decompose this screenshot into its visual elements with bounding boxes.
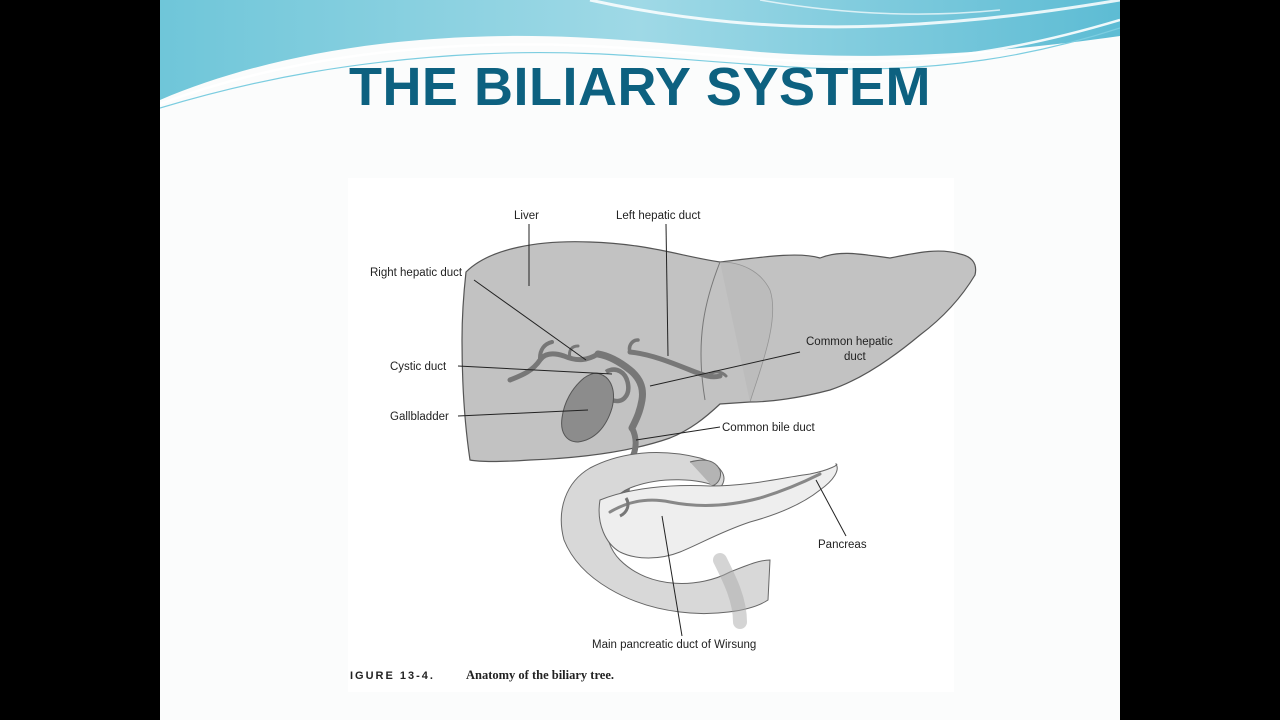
left-hepatic-duct <box>627 349 723 380</box>
slide: THE BILIARY SYSTEM <box>160 0 1120 720</box>
label-common-hepatic-duct-line2: duct <box>844 351 867 363</box>
stomach-outline <box>689 459 721 487</box>
label-left-hepatic-duct: Left hepatic duct <box>616 210 701 222</box>
biliary-anatomy-figure: Liver Left hepatic duct Right hepatic du… <box>348 178 977 692</box>
liver-left-lobe-edge <box>700 261 721 401</box>
slide-title: THE BILIARY SYSTEM <box>348 57 932 117</box>
duodenum-shape <box>560 452 771 614</box>
figure-caption-number: IGURE 13-4. <box>350 670 435 682</box>
label-pancreas: Pancreas <box>818 539 867 551</box>
gallbladder-shape <box>561 372 614 443</box>
label-common-hepatic-duct-line1: Common hepatic <box>806 336 893 348</box>
common-hepatic-duct <box>594 350 646 432</box>
right-hepatic-duct <box>507 351 601 383</box>
figure-caption-text: Anatomy of the biliary tree. <box>466 668 614 682</box>
pancreas-shape <box>598 463 838 559</box>
letterbox-left <box>0 0 160 720</box>
label-main-pancreatic-duct: Main pancreatic duct of Wirsung <box>592 639 756 651</box>
label-gallbladder: Gallbladder <box>390 411 449 423</box>
cystic-duct-loop <box>604 367 631 404</box>
header-wave-decoration <box>160 0 1120 109</box>
label-cystic-duct: Cystic duct <box>390 361 447 373</box>
letterbox-right <box>1120 0 1280 720</box>
main-pancreatic-duct <box>608 472 822 514</box>
label-common-bile-duct: Common bile duct <box>722 422 815 434</box>
label-liver: Liver <box>514 210 539 222</box>
label-right-hepatic-duct: Right hepatic duct <box>370 267 463 279</box>
jejunum-tail <box>713 553 747 629</box>
